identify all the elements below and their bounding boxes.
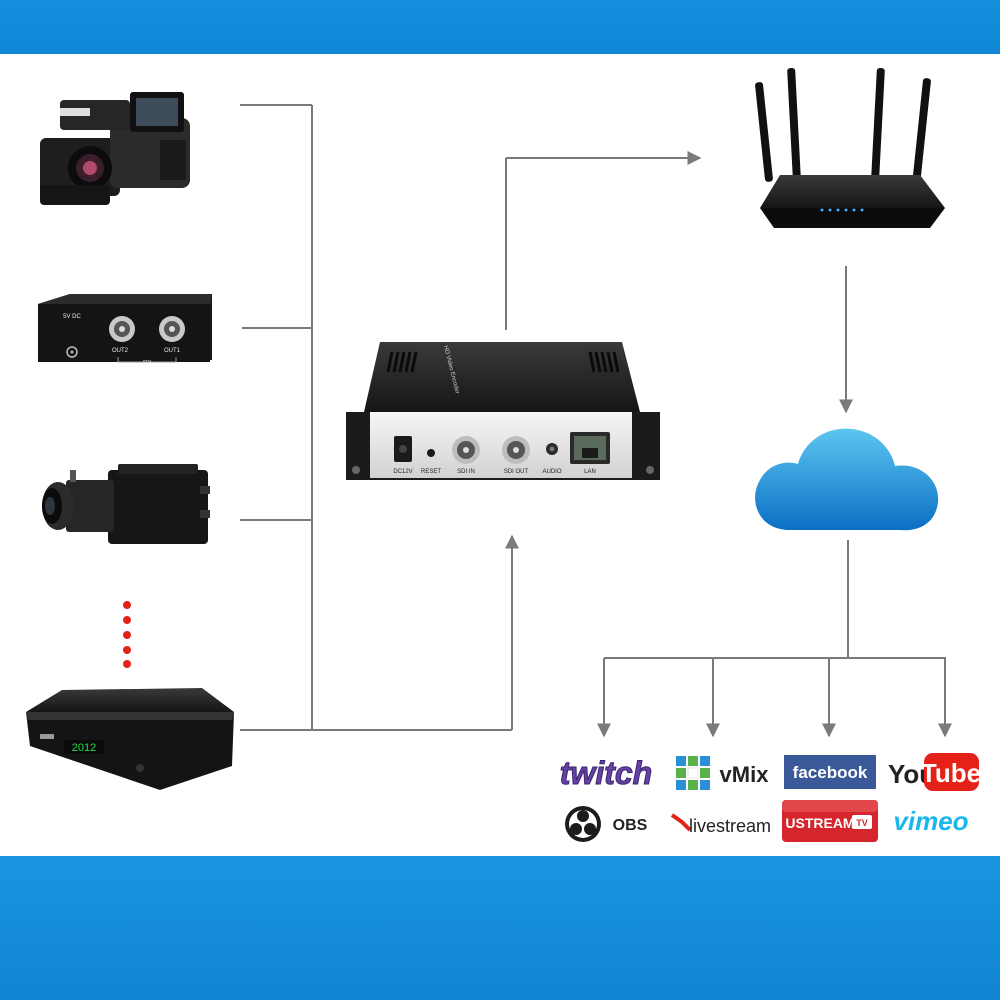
bottom-banner bbox=[0, 856, 1000, 1000]
set-top-box-icon bbox=[26, 688, 234, 790]
router-icon bbox=[755, 68, 945, 228]
output-connectors bbox=[505, 151, 952, 738]
encoder-audio-label: AUDIO bbox=[542, 469, 561, 475]
encoder-reset-label: RESET bbox=[421, 469, 441, 475]
sdi-group-label: SDI bbox=[143, 360, 151, 366]
more-devices-dots bbox=[123, 601, 131, 668]
ustream-tv-text: TV bbox=[856, 818, 868, 828]
sdi-power-label: 5V DC bbox=[63, 314, 81, 320]
encoder-sdi-out-label: SDI OUT bbox=[504, 469, 529, 475]
sdi-out1-label: OUT1 bbox=[164, 348, 181, 354]
encoder-device-icon bbox=[346, 342, 660, 480]
box-camera-icon bbox=[42, 464, 210, 544]
twitch-logo: twitch bbox=[559, 755, 652, 792]
youtube-logo: You Tube bbox=[888, 753, 981, 791]
vmix-text: vMix bbox=[720, 762, 770, 787]
cloud-icon bbox=[755, 428, 939, 531]
livestream-text: livestream bbox=[689, 816, 771, 836]
encoder-dc-label: DC12V bbox=[393, 469, 412, 475]
livestream-logo: livestream bbox=[670, 813, 771, 836]
sdi-out2-label: OUT2 bbox=[112, 348, 129, 354]
vimeo-logo: vimeo bbox=[893, 806, 968, 836]
encoder-lan-label: LAN bbox=[584, 469, 596, 475]
facebook-text: facebook bbox=[793, 763, 868, 782]
facebook-logo: facebook bbox=[784, 755, 876, 789]
camcorder-icon bbox=[40, 92, 190, 205]
obs-logo: OBS bbox=[565, 806, 648, 842]
sdi-box-icon bbox=[38, 294, 212, 363]
top-banner bbox=[0, 0, 1000, 54]
stb-display-text: 2012 bbox=[72, 742, 96, 754]
vimeo-text: vimeo bbox=[893, 806, 968, 836]
encoder-sdi-in-label: SDI IN bbox=[457, 469, 475, 475]
youtube-tube-text: Tube bbox=[921, 758, 981, 788]
input-connectors bbox=[240, 104, 519, 731]
obs-text: OBS bbox=[613, 817, 648, 834]
vmix-logo: vMix bbox=[676, 756, 769, 790]
ustream-text: USTREAM bbox=[785, 815, 854, 831]
ustream-logo: USTREAM TV bbox=[782, 800, 878, 842]
twitch-text: twitch bbox=[560, 755, 652, 791]
